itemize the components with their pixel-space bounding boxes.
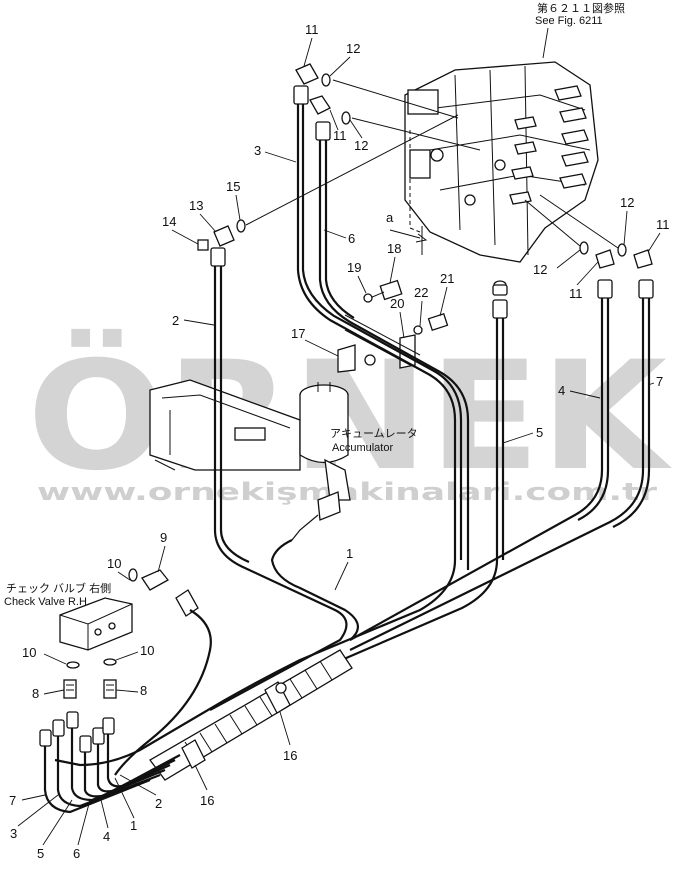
callout-3: 3	[254, 143, 261, 158]
callout-7: 7	[656, 374, 663, 389]
lower-hose-ends	[39, 711, 181, 814]
washer-19	[363, 293, 373, 303]
callout-8: 8	[140, 683, 147, 698]
callout-8: 8	[32, 686, 39, 701]
callout-12: 12	[620, 195, 634, 210]
callout-11: 11	[305, 22, 319, 37]
callout-11: 11	[569, 286, 583, 301]
callout-13: 13	[189, 198, 203, 213]
callout-16: 16	[283, 748, 297, 763]
callout-4: 4	[103, 829, 110, 844]
callout-11: 11	[656, 217, 670, 232]
callout-2: 2	[172, 313, 179, 328]
callout-6: 6	[73, 846, 80, 861]
callout-3: 3	[10, 826, 17, 841]
callout-2: 2	[155, 796, 162, 811]
washer-22	[413, 325, 423, 335]
hose-bundle	[54, 100, 651, 776]
bolt-21	[427, 313, 449, 331]
callout-12: 12	[533, 262, 547, 277]
callout-20: 20	[390, 296, 404, 311]
callout-11: 11	[333, 128, 347, 143]
fitting-8-left	[63, 679, 77, 699]
callout-18: 18	[387, 241, 401, 256]
bracket-plate	[149, 379, 301, 471]
callout-10: 10	[107, 556, 121, 571]
accumulator-label-jp: アキュームレータ	[330, 427, 418, 440]
view-marker-a: a	[386, 210, 394, 225]
callout-12: 12	[354, 138, 368, 153]
callout-6: 6	[348, 231, 355, 246]
callout-21: 21	[440, 271, 454, 286]
callout-14: 14	[162, 214, 176, 229]
check-valve	[59, 597, 133, 651]
check-valve-label-jp: チェック バルブ 右側	[6, 581, 111, 595]
o-rings	[236, 73, 627, 290]
callout-10: 10	[22, 645, 36, 660]
accumulator	[291, 382, 351, 541]
check-valve-label-en: Check Valve R.H.	[4, 596, 90, 608]
hose-end-fittings	[210, 85, 654, 319]
callout-labels: 11 12 11 12 3 15 14 13 6 18 19 20 22 21 …	[9, 22, 670, 861]
reference-note-jp: 第６２１１図参照	[537, 1, 625, 15]
control-valve	[404, 61, 599, 263]
valve-spools	[509, 85, 589, 205]
elbow-fittings	[197, 63, 653, 269]
reference-note-en: See Fig. 6211	[535, 15, 603, 27]
callout-7: 7	[9, 793, 16, 808]
leader-lines	[17, 37, 661, 846]
callout-19: 19	[347, 260, 361, 275]
callout-5: 5	[37, 846, 44, 861]
callout-15: 15	[226, 179, 240, 194]
callout-10: 10	[140, 643, 154, 658]
accumulator-label-en: Accumulator	[332, 442, 393, 454]
callout-1: 1	[130, 818, 137, 833]
callout-16: 16	[200, 793, 214, 808]
callout-9: 9	[160, 530, 167, 545]
protective-wrap	[149, 649, 353, 781]
callout-17: 17	[291, 326, 305, 341]
callout-1: 1	[346, 546, 353, 561]
callout-22: 22	[414, 285, 428, 300]
callout-4: 4	[558, 383, 565, 398]
callout-5: 5	[536, 425, 543, 440]
callout-12: 12	[346, 41, 360, 56]
fitting-8-right	[103, 679, 117, 699]
